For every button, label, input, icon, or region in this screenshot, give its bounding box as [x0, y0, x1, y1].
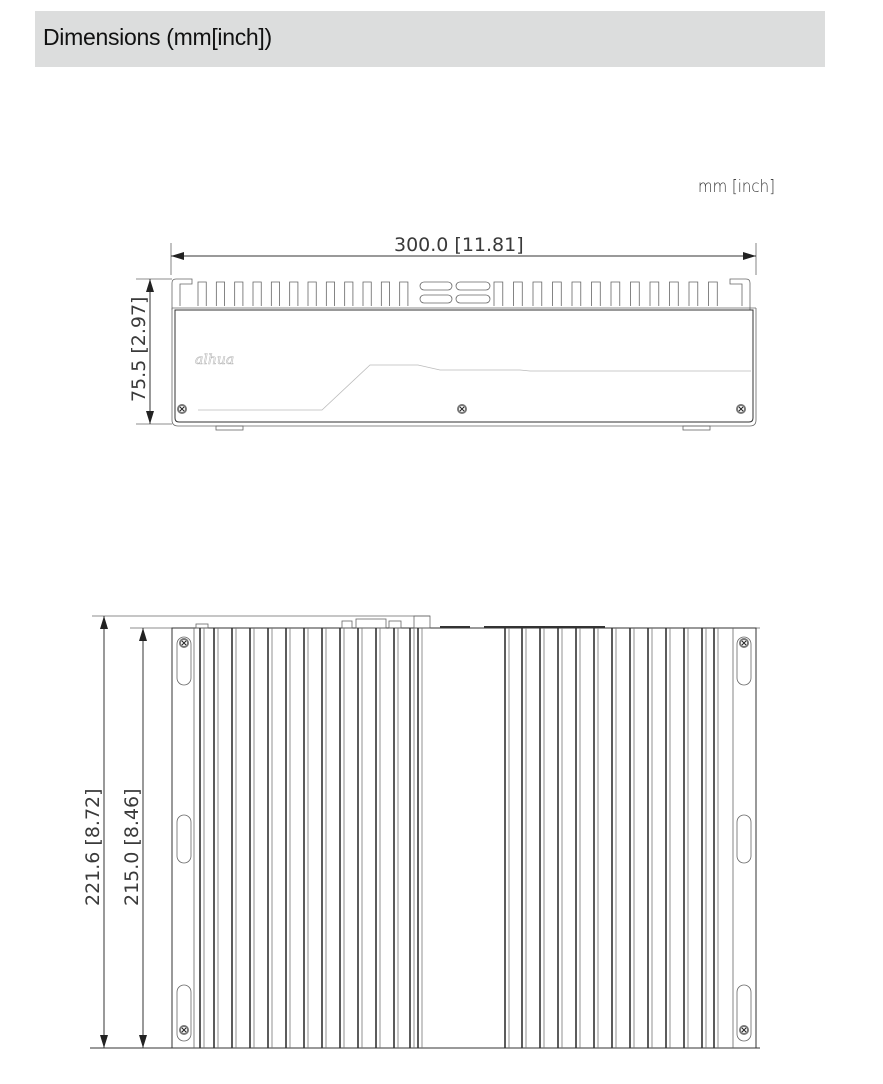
arrow-up-icon — [100, 616, 108, 629]
mounting-slot — [176, 814, 192, 864]
mounting-slot — [176, 636, 192, 686]
heatsink-fins — [199, 628, 719, 1048]
overall-depth-dimension: 221.6 [8.72] — [82, 788, 104, 906]
center-fin-pattern — [419, 281, 491, 304]
screw-icon — [179, 638, 189, 648]
arrow-down-icon — [139, 1035, 147, 1048]
section-title: Dimensions (mm[inch]) — [43, 24, 272, 50]
brand-logo: alhua — [195, 352, 234, 368]
mounting-slot — [736, 984, 752, 1042]
arrow-down-icon — [146, 411, 154, 424]
screw-icon — [457, 404, 467, 414]
mounting-slot — [736, 636, 752, 686]
arrow-left-icon — [171, 252, 184, 260]
screw-icon — [736, 404, 746, 414]
arrow-up-icon — [139, 628, 147, 641]
arrow-right-icon — [743, 252, 756, 260]
heatsink-fins — [171, 278, 751, 310]
unit-label: mm [inch] — [698, 177, 775, 197]
mounting-slot — [736, 814, 752, 864]
arrow-down-icon — [100, 1035, 108, 1048]
height-dimension: 75.5 [2.97] — [128, 297, 150, 402]
section-header: Dimensions (mm[inch]) — [35, 11, 825, 67]
screw-icon — [739, 1025, 749, 1035]
screw-icon — [739, 638, 749, 648]
arrow-up-icon — [146, 279, 154, 292]
mounting-slot — [176, 984, 192, 1042]
body-depth-dimension: 215.0 [8.46] — [121, 788, 143, 906]
screw-icon — [179, 1025, 189, 1035]
width-dimension: 300.0 [11.81] — [394, 234, 524, 256]
screw-icon — [177, 404, 187, 414]
